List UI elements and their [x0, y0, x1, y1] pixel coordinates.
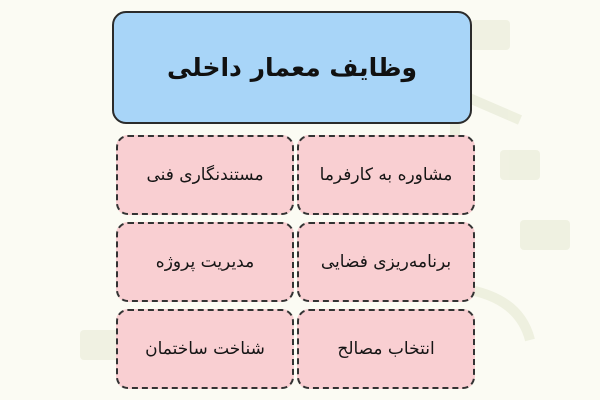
- task-label: شناخت ساختمان: [145, 339, 265, 359]
- diagram-title: وظایف معمار داخلی: [166, 53, 418, 82]
- task-label: مستندنگاری فنی: [146, 165, 264, 185]
- task-card-material-selection: انتخاب مصالح: [297, 309, 475, 389]
- task-card-project-management: مدیریت پروژه: [116, 222, 294, 302]
- task-label: مدیریت پروژه: [155, 252, 255, 272]
- task-card-building-knowledge: شناخت ساختمان: [116, 309, 294, 389]
- task-label: مشاوره به کارفرما: [319, 165, 453, 185]
- title-box: وظایف معمار داخلی: [112, 11, 472, 124]
- task-label: برنامه‌ریزی فضایی: [320, 252, 452, 272]
- task-card-space-planning: برنامه‌ریزی فضایی: [297, 222, 475, 302]
- task-label: انتخاب مصالح: [337, 339, 435, 359]
- task-card-client-consultation: مشاوره به کارفرما: [297, 135, 475, 215]
- task-card-technical-documentation: مستندنگاری فنی: [116, 135, 294, 215]
